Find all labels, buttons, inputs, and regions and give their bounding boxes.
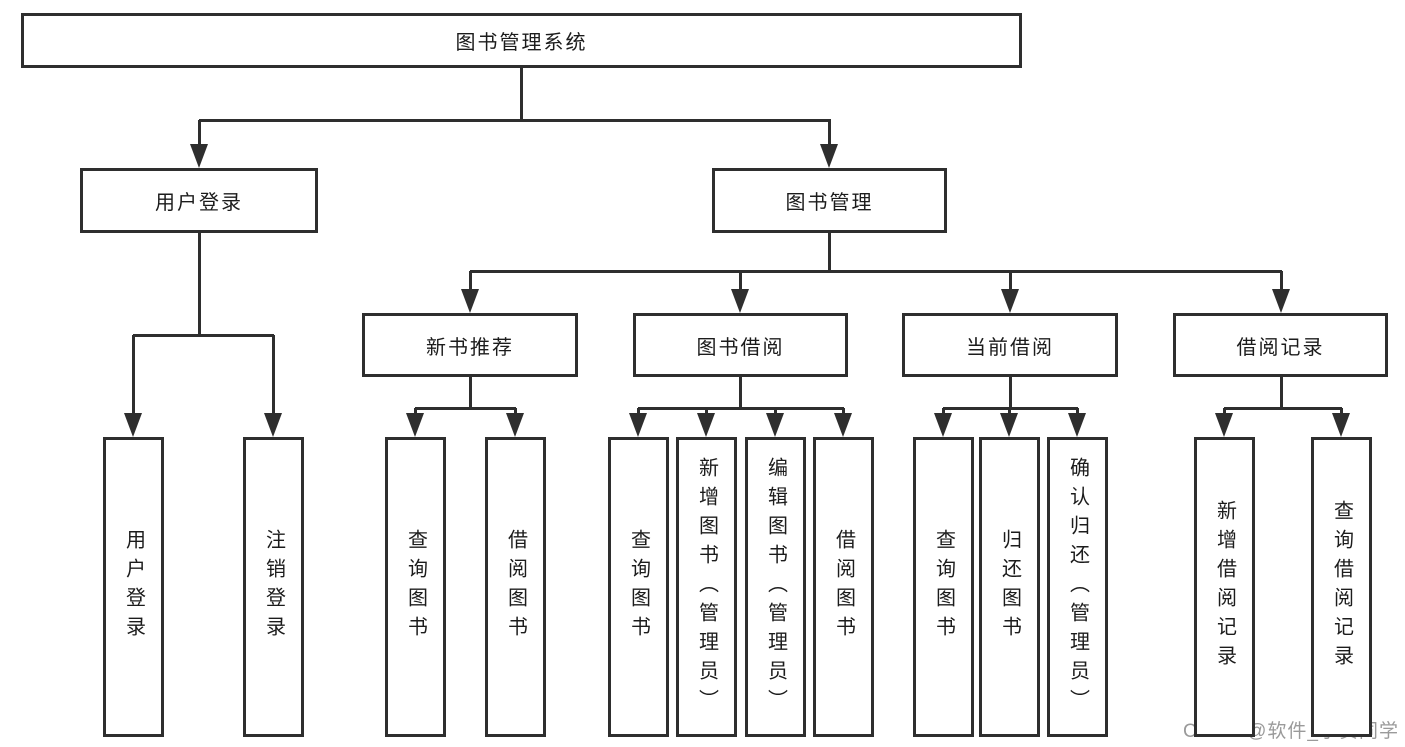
arrowhead-down-icon — [834, 413, 852, 437]
node-label-leaf-bb-query-books: 查询图书 — [627, 529, 650, 645]
node-root: 图书管理系统 — [21, 13, 1022, 68]
arrowhead-down-icon — [766, 413, 784, 437]
arrowhead-down-icon — [820, 144, 838, 168]
connector-line-vertical — [1007, 408, 1011, 416]
node-leaf-cb-query-books: 查询图书 — [913, 437, 974, 737]
connector-line-vertical — [1008, 377, 1012, 409]
node-label-leaf-br-query-record: 查询借阅记录 — [1330, 500, 1353, 674]
connector-line-horizontal — [943, 406, 1078, 410]
connector-line-vertical — [513, 408, 517, 416]
connector-line-vertical — [827, 233, 831, 272]
arrowhead-down-icon — [124, 413, 142, 437]
connector-line-vertical — [468, 377, 472, 409]
node-leaf-br-add-record: 新增借阅记录 — [1194, 437, 1255, 737]
arrowhead-down-icon — [697, 413, 715, 437]
node-label-leaf-rec-query-books: 查询图书 — [404, 529, 427, 645]
node-label-leaf-cb-return-books: 归还图书 — [998, 529, 1021, 645]
arrowhead-down-icon — [406, 413, 424, 437]
node-label-leaf-bb-add-books-admin: 新增图书（管理员） — [695, 456, 718, 718]
node-leaf-cb-return-books: 归还图书 — [979, 437, 1040, 737]
connector-line-vertical — [271, 335, 275, 415]
connector-line-horizontal — [1224, 406, 1342, 410]
node-label-leaf-cb-query-books: 查询图书 — [932, 529, 955, 645]
connector-line-vertical — [197, 120, 201, 147]
arrowhead-down-icon — [190, 144, 208, 168]
node-label-leaf-logout: 注销登录 — [262, 529, 285, 645]
connector-line-vertical — [1279, 377, 1283, 409]
connector-line-vertical — [197, 233, 201, 336]
connector-line-horizontal — [133, 333, 274, 337]
connector-line-vertical — [413, 408, 417, 416]
node-label-leaf-bb-edit-books-admin: 编辑图书（管理员） — [764, 456, 787, 718]
node-leaf-rec-borrow-books: 借阅图书 — [485, 437, 546, 737]
node-book-management: 图书管理 — [712, 168, 947, 233]
connector-line-vertical — [636, 408, 640, 416]
node-label-leaf-user-login: 用户登录 — [122, 529, 145, 645]
arrowhead-down-icon — [1001, 289, 1019, 313]
connector-line-vertical — [738, 271, 742, 291]
node-label-root: 图书管理系统 — [455, 32, 588, 54]
node-current-borrowing: 当前借阅 — [902, 313, 1118, 377]
arrowhead-down-icon — [629, 413, 647, 437]
arrowhead-down-icon — [506, 413, 524, 437]
node-leaf-cb-confirm-return-admin: 确认归还（管理员） — [1047, 437, 1108, 737]
arrowhead-down-icon — [264, 413, 282, 437]
connector-line-horizontal — [638, 406, 844, 410]
connector-line-vertical — [773, 408, 777, 416]
node-label-new-book-recommend: 新书推荐 — [426, 336, 514, 359]
node-leaf-br-query-record: 查询借阅记录 — [1311, 437, 1372, 737]
arrowhead-down-icon — [461, 289, 479, 313]
node-label-leaf-br-add-record: 新增借阅记录 — [1213, 500, 1236, 674]
node-label-leaf-rec-borrow-books: 借阅图书 — [504, 529, 527, 645]
node-label-current-borrowing: 当前借阅 — [966, 336, 1054, 359]
node-label-borrowing-records: 借阅记录 — [1236, 336, 1325, 359]
connector-line-vertical — [1279, 271, 1283, 291]
node-label-book-management: 图书管理 — [785, 192, 874, 214]
arrowhead-down-icon — [1068, 413, 1086, 437]
arrowhead-down-icon — [1332, 413, 1350, 437]
arrowhead-down-icon — [1000, 413, 1018, 437]
connector-line-vertical — [519, 68, 523, 121]
connector-line-vertical — [1339, 408, 1343, 416]
node-leaf-bb-borrow-books: 借阅图书 — [813, 437, 874, 737]
node-user-login: 用户登录 — [80, 168, 318, 233]
node-leaf-rec-query-books: 查询图书 — [385, 437, 446, 737]
node-leaf-bb-add-books-admin: 新增图书（管理员） — [676, 437, 737, 737]
connector-line-vertical — [704, 408, 708, 416]
node-borrowing-records: 借阅记录 — [1173, 313, 1388, 377]
connector-line-vertical — [1222, 408, 1226, 416]
connector-line-vertical — [941, 408, 945, 416]
connector-line-vertical — [131, 335, 135, 415]
connector-line-vertical — [1008, 271, 1012, 291]
node-new-book-recommend: 新书推荐 — [362, 313, 578, 377]
node-label-leaf-bb-borrow-books: 借阅图书 — [832, 529, 855, 645]
connector-line-horizontal — [415, 406, 516, 410]
node-label-leaf-cb-confirm-return-admin: 确认归还（管理员） — [1066, 456, 1089, 718]
connector-line-vertical — [841, 408, 845, 416]
node-book-borrowing: 图书借阅 — [633, 313, 848, 377]
connector-line-vertical — [827, 120, 831, 147]
arrowhead-down-icon — [934, 413, 952, 437]
connector-line-horizontal — [470, 269, 1282, 273]
connector-line-vertical — [738, 377, 742, 409]
node-leaf-bb-query-books: 查询图书 — [608, 437, 669, 737]
connector-line-vertical — [468, 271, 472, 291]
arrowhead-down-icon — [1272, 289, 1290, 313]
arrowhead-down-icon — [731, 289, 749, 313]
node-leaf-logout: 注销登录 — [243, 437, 304, 737]
node-leaf-bb-edit-books-admin: 编辑图书（管理员） — [745, 437, 806, 737]
arrowhead-down-icon — [1215, 413, 1233, 437]
node-label-user-login: 用户登录 — [155, 192, 243, 214]
node-label-book-borrowing: 图书借阅 — [696, 336, 785, 359]
connector-line-vertical — [1075, 408, 1079, 416]
node-leaf-user-login: 用户登录 — [103, 437, 164, 737]
connector-line-horizontal — [199, 118, 831, 122]
